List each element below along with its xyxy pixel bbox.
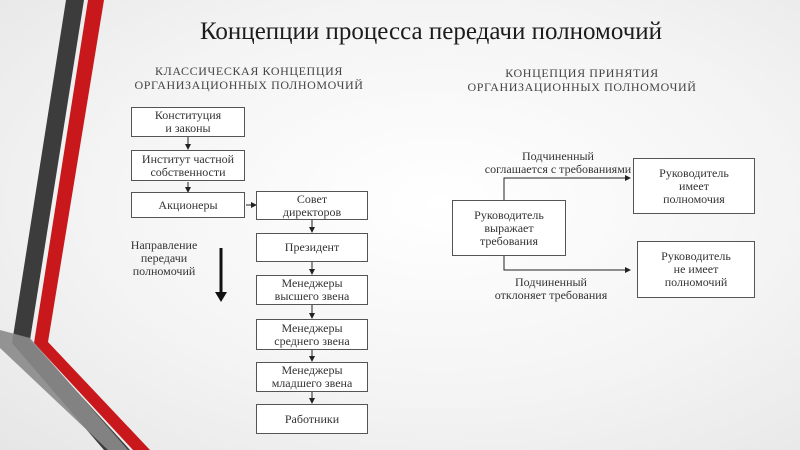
box-junior-managers: Менеджеры младшего звена xyxy=(256,362,368,392)
subordinate-accepts-label: Подчиненный соглашается с требованиями xyxy=(478,150,638,176)
box-senior-line2: высшего звена xyxy=(274,289,350,303)
box-junior-line1: Менеджеры xyxy=(281,363,343,377)
box-board-of-directors: Совет директоров xyxy=(256,191,368,220)
source-line3: требования xyxy=(479,233,538,248)
box-middle-line2: среднего звена xyxy=(274,333,350,348)
accept-line2: соглашается с требованиями xyxy=(484,162,632,176)
box-president: Президент xyxy=(256,233,368,262)
box-constitution-and-laws: Конституция и законы xyxy=(131,107,245,137)
source-line1: Руководитель xyxy=(474,207,544,222)
box-junior-line2: младшего звена xyxy=(271,376,353,390)
has-authority-line2: имеет xyxy=(679,178,709,193)
acceptance-heading-line1: КОНЦЕПЦИЯ ПРИНЯТИЯ xyxy=(505,66,659,80)
classic-heading-line1: КЛАССИЧЕСКАЯ КОНЦЕПЦИЯ xyxy=(155,64,343,78)
no-authority-line2: не имеет xyxy=(673,262,719,276)
box-senior-managers: Менеджеры высшего звена xyxy=(256,275,368,305)
direction-line2: передачи xyxy=(140,251,188,265)
box-manager-no-authority: Руководитель не имеет полномочий xyxy=(637,241,755,298)
box-private-property-institute: Институт частной собственности xyxy=(131,150,245,181)
acceptance-concept-heading: КОНЦЕПЦИЯ ПРИНЯТИЯ ОРГАНИЗАЦИОННЫХ ПОЛНО… xyxy=(450,66,714,94)
reject-line1: Подчиненный xyxy=(515,275,587,289)
has-authority-line1: Руководитель xyxy=(659,165,729,180)
box-president-label: Президент xyxy=(284,240,340,254)
direction-line1: Направление xyxy=(130,238,198,252)
box-workers-label: Работники xyxy=(284,411,340,426)
box-workers: Работники xyxy=(256,404,368,434)
source-line2: выражает xyxy=(484,220,534,235)
page-title: Концепции процесса передачи полномочий xyxy=(200,18,663,45)
box-senior-line1: Менеджеры xyxy=(281,276,343,290)
box-constitution-line2: и законы xyxy=(165,121,211,135)
acceptance-heading-line2: ОРГАНИЗАЦИОННЫХ ПОЛНОМОЧИЙ xyxy=(467,80,697,94)
accept-line1: Подчиненный xyxy=(522,149,594,163)
classic-heading-line2: ОРГАНИЗАЦИОННЫХ ПОЛНОМОЧИЙ xyxy=(134,78,364,92)
box-middle-line1: Менеджеры xyxy=(281,320,343,335)
box-constitution-line1: Конституция xyxy=(154,108,222,122)
box-shareholders-label: Акционеры xyxy=(158,197,218,212)
box-board-line1: Совет xyxy=(296,191,328,206)
box-manager-has-authority: Руководитель имеет полномочия xyxy=(633,158,755,214)
no-authority-line1: Руководитель xyxy=(661,249,731,263)
box-property-line1: Институт частной xyxy=(141,151,235,166)
authority-direction-label: Направление передачи полномочий xyxy=(124,239,204,278)
box-manager-expresses-requirements: Руководитель выражает требования xyxy=(452,200,566,256)
no-authority-line3: полномочий xyxy=(664,275,728,289)
box-board-line2: директоров xyxy=(282,204,342,219)
direction-line3: полномочий xyxy=(132,264,196,278)
box-property-line2: собственности xyxy=(150,164,226,179)
classic-concept-heading: КЛАССИЧЕСКАЯ КОНЦЕПЦИЯ ОРГАНИЗАЦИОННЫХ П… xyxy=(118,64,380,92)
subordinate-rejects-label: Подчиненный отклоняет требования xyxy=(476,276,626,302)
has-authority-line3: полномочия xyxy=(663,191,725,206)
box-middle-managers: Менеджеры среднего звена xyxy=(256,319,368,350)
box-shareholders: Акционеры xyxy=(131,192,245,218)
reject-line2: отклоняет требования xyxy=(494,288,608,302)
